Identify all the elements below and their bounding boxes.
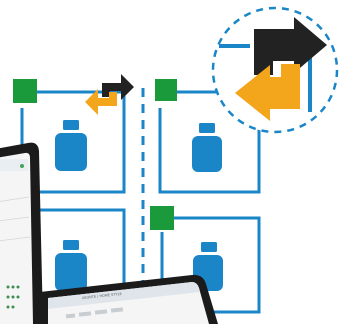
tablet-device	[0, 142, 43, 324]
laptop-toolbar-button	[78, 311, 92, 317]
dashed-zoom-circle	[211, 6, 339, 134]
swap-arrows-icon	[85, 74, 134, 115]
tablet-checkmarks	[6, 285, 20, 309]
green-square-marker	[155, 79, 177, 101]
container-bottle-icon	[55, 240, 87, 291]
laptop-toolbar-button	[65, 313, 76, 319]
bottles	[55, 120, 223, 291]
green-square-marker	[150, 206, 174, 230]
laptop-toolbar-button	[110, 307, 124, 313]
container-bottle-icon	[192, 123, 222, 172]
tablet-status-icon	[20, 164, 24, 168]
corner-squares	[13, 79, 177, 230]
laptop-device	[40, 274, 218, 324]
laptop-toolbar-button	[94, 309, 108, 315]
green-square-marker	[13, 79, 37, 103]
container-bottle-icon	[55, 120, 87, 171]
